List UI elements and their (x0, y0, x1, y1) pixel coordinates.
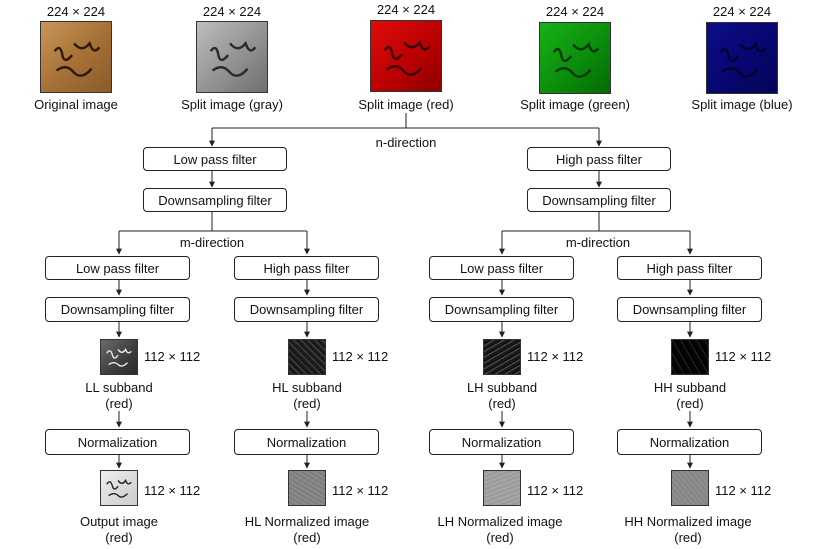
handwriting-icon (106, 478, 132, 498)
handwriting-icon (552, 41, 600, 78)
handwriting-icon (53, 40, 101, 77)
output-image-label: Output image (79, 514, 159, 529)
red-image-thumb (370, 20, 442, 92)
b2-normalization-box: Normalization (234, 429, 379, 455)
handwriting-icon (383, 39, 431, 76)
b4-downsampling-box: Downsampling filter (617, 297, 762, 322)
lh-normalized-label: LH Normalized image (437, 514, 563, 529)
green-image-thumb (539, 22, 611, 94)
lh-subband-sub: (red) (488, 396, 516, 411)
output-image-size: 112 × 112 (144, 483, 201, 498)
b1-filter-box: Low pass filter (45, 256, 190, 280)
hl-normalized-sub: (red) (293, 530, 321, 545)
hl-subband-size: 112 × 112 (332, 349, 389, 364)
hl-subband-label: HL subband (272, 380, 342, 395)
hh-normalized-thumb (671, 470, 709, 506)
ll-subband-thumb (100, 339, 138, 375)
hh-normalized-sub: (red) (674, 530, 702, 545)
ll-subband-label: LL subband (85, 380, 153, 395)
handwriting-icon (209, 40, 257, 77)
b4-filter-box: High pass filter (617, 256, 762, 280)
blue-image-thumb (706, 22, 778, 94)
hh-normalized-size: 112 × 112 (715, 483, 772, 498)
red-size-label: 224 × 224 (376, 2, 436, 17)
hl-normalized-label: HL Normalized image (244, 514, 370, 529)
green-image-label: Split image (green) (520, 97, 630, 112)
n-direction-label: n-direction (375, 135, 437, 150)
ll-subband-sub: (red) (105, 396, 133, 411)
b4-normalization-box: Normalization (617, 429, 762, 455)
red-image-label: Split image (red) (358, 97, 454, 112)
gray-image-label: Split image (gray) (181, 97, 283, 112)
hh-subband-thumb (671, 339, 709, 375)
handwriting-icon (106, 347, 132, 367)
ll-subband-size: 112 × 112 (144, 349, 201, 364)
hh-normalized-label: HH Normalized image (624, 514, 752, 529)
l1-high-pass-filter-box: High pass filter (527, 147, 671, 171)
hh-subband-sub: (red) (676, 396, 704, 411)
m-direction-right-label: m-direction (565, 235, 631, 250)
hl-subband-thumb (288, 339, 326, 375)
hh-subband-size: 112 × 112 (715, 349, 772, 364)
b2-downsampling-box: Downsampling filter (234, 297, 379, 322)
original-size-label: 224 × 224 (46, 4, 106, 19)
green-size-label: 224 × 224 (545, 4, 605, 19)
lh-subband-size: 112 × 112 (527, 349, 584, 364)
b2-filter-box: High pass filter (234, 256, 379, 280)
hl-normalized-size: 112 × 112 (332, 483, 389, 498)
b3-downsampling-box: Downsampling filter (429, 297, 574, 322)
b1-downsampling-box: Downsampling filter (45, 297, 190, 322)
output-image-sub: (red) (105, 530, 133, 545)
hl-subband-sub: (red) (293, 396, 321, 411)
blue-image-label: Split image (blue) (691, 97, 793, 112)
m-direction-left-label: m-direction (179, 235, 245, 250)
lh-normalized-sub: (red) (486, 530, 514, 545)
lh-normalized-thumb (483, 470, 521, 506)
gray-size-label: 224 × 224 (202, 4, 262, 19)
lh-subband-thumb (483, 339, 521, 375)
hh-subband-label: HH subband (653, 380, 727, 395)
handwriting-icon (719, 41, 767, 78)
hl-normalized-thumb (288, 470, 326, 506)
b3-filter-box: Low pass filter (429, 256, 574, 280)
l1-low-pass-filter-box: Low pass filter (143, 147, 287, 171)
original-image-thumb (40, 21, 112, 93)
blue-size-label: 224 × 224 (712, 4, 772, 19)
l1-left-downsampling-box: Downsampling filter (143, 188, 287, 212)
original-image-label: Original image (34, 97, 118, 112)
lh-normalized-size: 112 × 112 (527, 483, 584, 498)
l1-right-downsampling-box: Downsampling filter (527, 188, 671, 212)
gray-image-thumb (196, 21, 268, 93)
b1-normalization-box: Normalization (45, 429, 190, 455)
b3-normalization-box: Normalization (429, 429, 574, 455)
output-image-thumb (100, 470, 138, 506)
lh-subband-label: LH subband (466, 380, 538, 395)
